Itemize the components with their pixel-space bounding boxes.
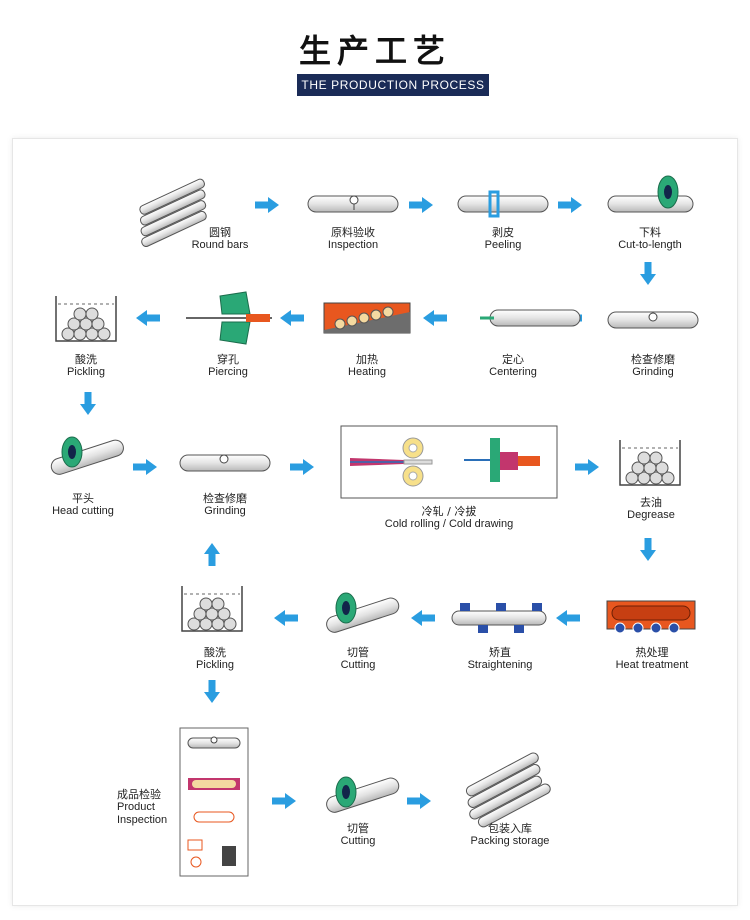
arrow-down-icon	[640, 262, 656, 285]
arrow-left-icon	[411, 610, 435, 626]
cold-rolling-icon	[340, 425, 558, 499]
arrow-right-icon	[558, 197, 582, 213]
cut-to-length-icon	[607, 175, 694, 213]
arrow-right-icon	[272, 793, 296, 809]
arrow-right-icon	[290, 459, 314, 475]
product-inspection-icon	[179, 727, 249, 877]
heat-treatment-icon	[606, 600, 696, 634]
pickling-tank-icon	[56, 296, 116, 341]
arrow-left-icon	[274, 610, 298, 626]
inspection-icon	[307, 195, 399, 213]
process-panel	[12, 138, 738, 906]
degrease-tank-icon	[620, 440, 680, 485]
heating-icon	[323, 302, 411, 334]
arrow-right-icon	[409, 197, 433, 213]
pickling-tank-icon	[182, 586, 242, 631]
arrow-left-icon	[280, 310, 304, 326]
page-title: 生产工艺	[298, 32, 451, 70]
page-subtitle: THE PRODUCTION PROCESS	[297, 74, 489, 96]
arrow-left-icon	[136, 310, 160, 326]
cutting-icon	[326, 776, 400, 813]
round-bars-icon	[139, 178, 207, 248]
arrow-left-icon	[423, 310, 447, 326]
peeling-icon	[457, 190, 549, 218]
arrow-down-icon	[640, 538, 656, 561]
arrow-right-icon	[133, 459, 157, 475]
arrow-right-icon	[575, 459, 599, 475]
arrow-up-icon	[204, 543, 220, 566]
packing-bundle-icon	[465, 752, 551, 828]
head-cutting-icon	[50, 436, 124, 475]
straightening-icon	[451, 603, 547, 633]
cutting-icon	[326, 592, 400, 633]
arrow-down-icon	[204, 680, 220, 703]
arrow-left-icon	[556, 610, 580, 626]
arrow-right-icon	[407, 793, 431, 809]
grinding-icon	[607, 311, 699, 329]
piercing-icon	[186, 291, 272, 345]
arrow-down-icon	[80, 392, 96, 415]
centering-icon	[480, 309, 581, 327]
grinding-icon	[179, 454, 271, 472]
arrow-right-icon	[255, 197, 279, 213]
